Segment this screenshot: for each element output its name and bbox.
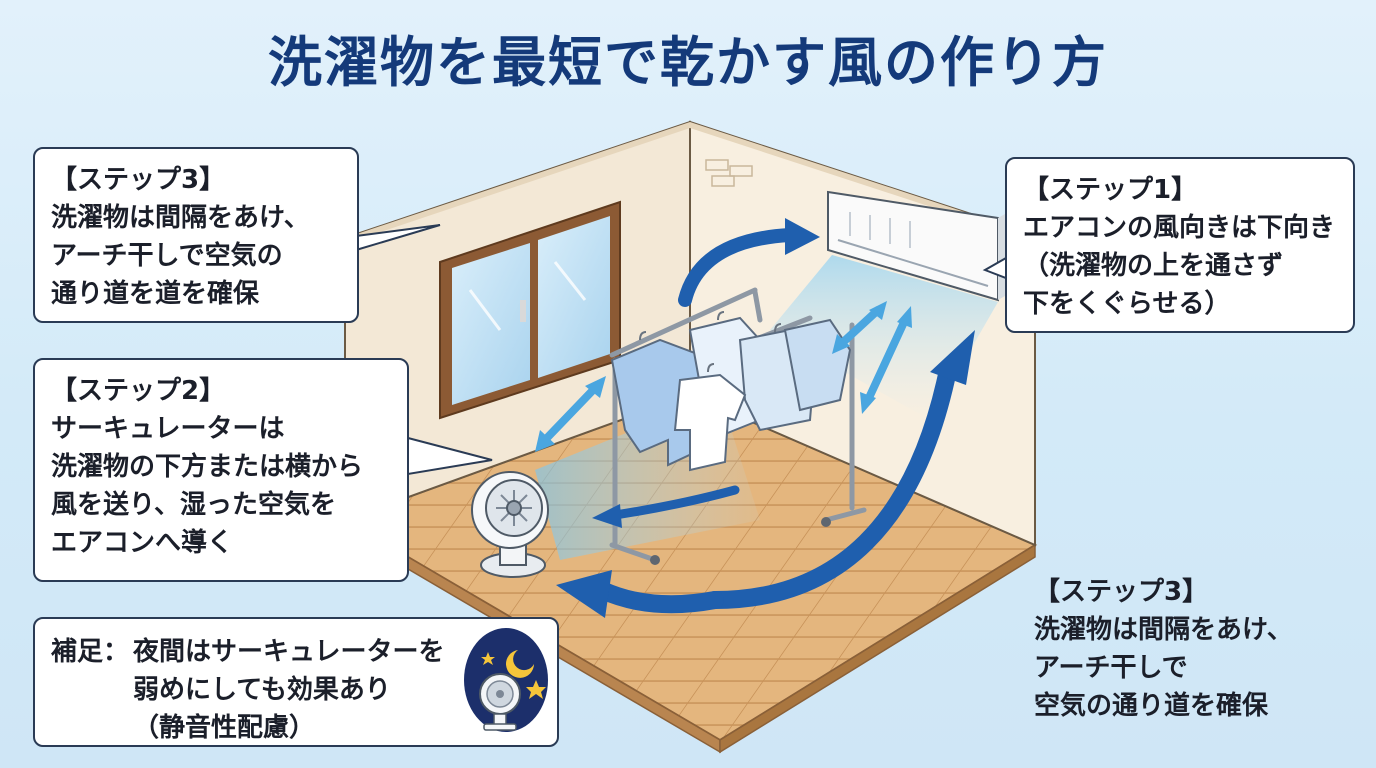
under-clothes-arrow-head <box>592 504 622 528</box>
circulator-fan <box>471 471 549 578</box>
note-line: 弱めにしても効果あり <box>133 675 391 705</box>
step3-bottom-text: 【ステップ3】 洗濯物は間隔をあけ、 アーチ干しで 空気の通り道を確保 <box>1034 573 1293 725</box>
callout-line: 通り道を道を確保 <box>51 279 260 309</box>
right-double-arrow <box>864 316 909 404</box>
callout-heading: 【ステップ3】 <box>51 165 226 195</box>
wall-top-left <box>345 122 690 244</box>
step3-line: アーチ干しで <box>1034 653 1188 683</box>
window <box>439 200 621 420</box>
air-conditioner <box>827 190 1005 302</box>
left-double-arrow <box>541 384 599 444</box>
callout-heading: 【ステップ1】 <box>1023 175 1198 205</box>
step3-line: 洗濯物は間隔をあけ、 <box>1034 615 1293 645</box>
brick-decoration <box>705 159 753 187</box>
return-arrow-large <box>706 361 957 609</box>
callout-heading: 【ステップ2】 <box>51 376 226 406</box>
floor-arrow-large <box>593 581 724 614</box>
to-ac-arrow <box>678 228 797 307</box>
step3-line: 空気の通り道を確保 <box>1034 691 1269 721</box>
callout-line: （洗濯物の上を通さず <box>1023 251 1284 281</box>
note-label: 補足： <box>51 637 130 667</box>
step3-heading: 【ステップ3】 <box>1034 577 1209 607</box>
night-circulator-badge <box>464 628 548 732</box>
callout-line: 下をくぐらせる） <box>1023 289 1231 319</box>
callout-line: エアコンの風向きは下向き <box>1023 213 1336 243</box>
under-clothes-arrow <box>610 485 740 520</box>
floor-edge-right <box>719 543 1036 754</box>
to-ac-arrow-head <box>785 218 820 255</box>
floor-arrow-large-head <box>556 570 612 618</box>
hanging-clothes <box>610 316 852 472</box>
callout-line: サーキュレーターは <box>51 414 285 444</box>
note-body: 夜間はサーキュレーターを 弱めにしても効果あり （静音性配慮） <box>133 633 444 747</box>
note-line: 夜間はサーキュレーターを <box>133 637 445 667</box>
callout-line: 洗濯物の下方または横から <box>51 452 364 482</box>
callout-line: アーチ干しで空気の <box>51 241 283 271</box>
callout-step2: 【ステップ2】 サーキュレーターは 洗濯物の下方または横から 風を送り、湿った空… <box>33 358 409 582</box>
callout-line: 洗濯物は間隔をあけ、 <box>51 203 310 233</box>
airflow-arrows <box>535 218 975 618</box>
return-arrow-large-head <box>930 330 975 385</box>
callout-step3-top: 【ステップ3】 洗濯物は間隔をあけ、 アーチ干しで空気の 通り道を道を確保 <box>33 147 359 323</box>
callout-step1: 【ステップ1】 エアコンの風向きは下向き （洗濯物の上を通さず 下をくぐらせる） <box>1005 157 1355 333</box>
note-line: （静音性配慮） <box>133 713 316 743</box>
page-title: 洗濯物を最短で乾かす風の作り方 <box>268 31 1108 94</box>
callout-line: 風を送り、湿った空気を <box>51 490 336 520</box>
callout-line: エアコンへ導く <box>51 528 234 558</box>
mid-double-arrow <box>836 306 882 349</box>
hanger-hooks <box>639 311 782 373</box>
